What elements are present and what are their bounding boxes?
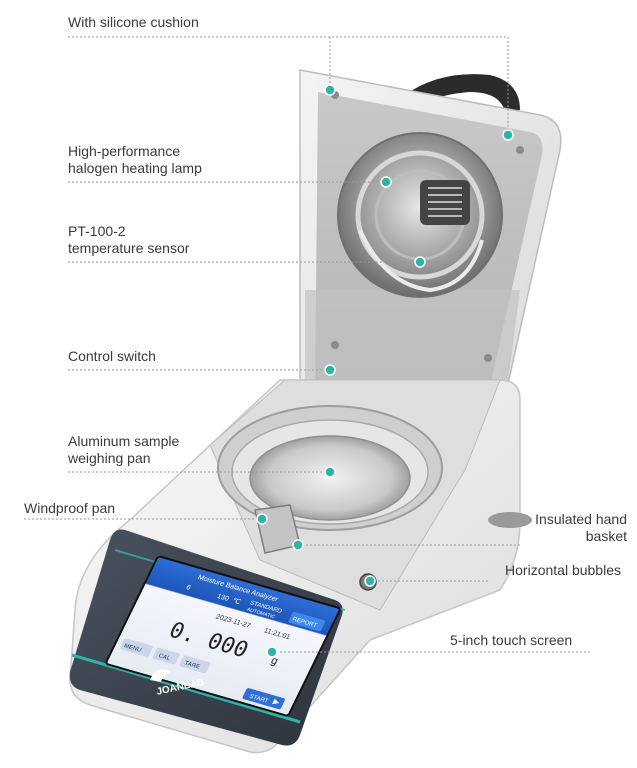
screen-cal-label: CAL [157,653,171,662]
start-arrow-icon [272,698,280,705]
callout-temp-sensor-line2: temperature sensor [68,240,190,256]
hotspot-control-switch [324,364,336,376]
screw [484,354,492,362]
screw [516,146,524,154]
logo-emblem-icon [150,669,171,682]
callout-sample-pan-line1: Aluminum sample [68,433,180,449]
screen-weight-unit: g [269,655,280,668]
screen-cal-button[interactable] [152,647,180,665]
screen-start-button[interactable] [242,688,286,710]
hotspot-bubbles [364,575,376,587]
screen-report-button[interactable] [288,611,326,632]
sample-pan [249,435,411,521]
callout-hand-basket-line2: basket [585,528,627,544]
hotspot-sensor [414,256,426,268]
callout-windproof-pan: Windproof pan [24,500,116,516]
screen-menu-button[interactable] [119,638,153,657]
lamp-filament [358,229,484,293]
callout-halogen-lamp-line2: halogen heating lamp [68,160,202,176]
callout-sample-pan-line2: weighing pan [68,450,151,466]
callout-horizontal-bubbles: Horizontal bubbles [505,562,621,578]
hotspot-silicone-right [502,129,514,141]
callout-silicone-cushion: With silicone cushion [68,14,199,30]
touch-screen[interactable]: Moisture Balance Analyzer 6 130 ℃ STANDA… [105,555,341,717]
lamp-ring [355,150,485,280]
hotspot-windproof [256,513,268,525]
hotspot-touch-screen [266,646,278,658]
hotspot-sample-pan [324,466,336,478]
screen-temperature-unit: ℃ [231,597,242,606]
screen-mode-value: 6 [185,584,192,591]
hotspot-hand-basket [292,539,304,551]
screen-menu-label: MENU [123,643,143,653]
callout-control-switch: Control switch [68,348,156,364]
screen-tare-button[interactable] [179,655,211,674]
screen-tare-label: TARE [183,661,201,671]
callout-touch-screen: 5-inch touch screen [450,632,573,648]
lid-handle [405,74,520,112]
callout-temp-sensor-line1: PT-100-2 [68,223,126,239]
callout-halogen-lamp-line1: High-performance [68,143,181,159]
screen-temperature: 130 [216,593,230,603]
hotspot-halogen [380,176,392,188]
screen-start-label: START [248,694,269,705]
hotspot-silicone-left [324,84,336,96]
screw [331,341,339,349]
callout-hand-basket-line1: Insulated hand [535,511,627,527]
base-foot [488,512,532,528]
accent-stripe [71,653,301,724]
